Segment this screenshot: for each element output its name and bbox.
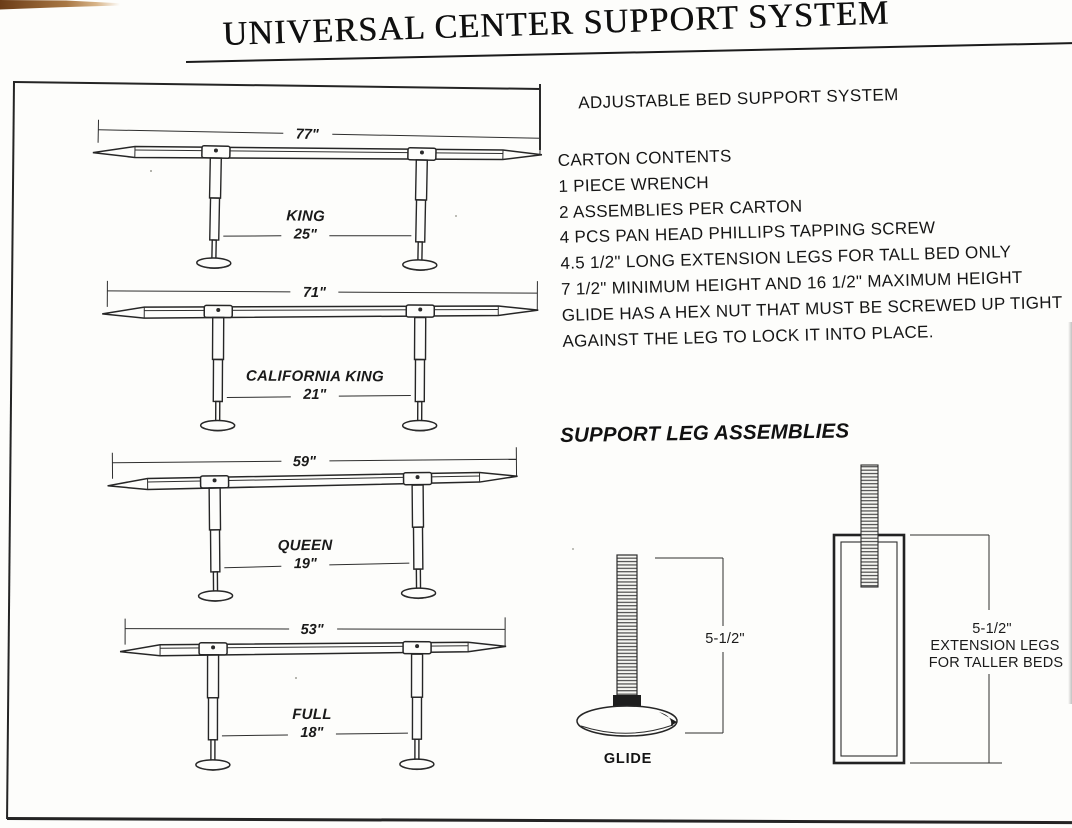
glide-dimension-bracket: 5-1/2": [655, 557, 745, 734]
king-dimension-line: 77": [97, 119, 541, 156]
california-king-name-label: CALIFORNIA KING: [246, 368, 384, 386]
scan-edge-shadow: [1068, 322, 1072, 704]
california-king-right-leg: [401, 316, 438, 432]
full-spacing-label: 18": [300, 725, 324, 741]
king-support-bar: [92, 145, 543, 161]
king-bar-length-label: 77": [296, 127, 320, 143]
queen-left-leg: [197, 487, 234, 602]
page-title: UNIVERSAL CENTER SUPPORT SYSTEM: [222, 0, 890, 53]
glide-drawing: GLIDE 5-1/2": [575, 540, 780, 775]
extension-label-line1: EXTENSION LEGS: [930, 638, 1059, 654]
king-spacing-label: 25": [293, 227, 318, 243]
queen-dimension-line: 59": [111, 447, 518, 479]
king-name-label: KING: [286, 207, 325, 225]
queen-diagram: 59": [91, 445, 537, 613]
king-left-leg: [196, 157, 232, 269]
glide-label: GLIDE: [604, 751, 652, 767]
full-left-leg: [195, 654, 231, 771]
california-king-spacing-label: 21": [302, 387, 327, 403]
support-leg-assemblies-heading: SUPPORT LEG ASSEMBLIES: [560, 419, 850, 447]
full-name-label: FULL: [292, 706, 332, 723]
king-diagram: 77": [82, 116, 555, 287]
full-dimension-line: 53": [124, 617, 506, 647]
queen-support-bar: [107, 471, 518, 491]
california-king-support-bar: [102, 304, 539, 319]
scan-speckles: [150, 170, 152, 172]
content-box-top-border: [13, 81, 541, 90]
glide-foot: [576, 705, 678, 737]
california-king-dimension-line: 71": [106, 280, 538, 311]
content-box-left-border: [6, 81, 15, 819]
queen-bar-length-label: 59": [293, 454, 317, 470]
subtitle: ADJUSTABLE BED SUPPORT SYSTEM: [577, 85, 899, 113]
extension-leg-drawing: 5-1/2" EXTENSION LEGS FOR TALLER BEDS: [828, 452, 1072, 777]
content-box-bottom-border: [6, 817, 1072, 824]
extension-threaded-rod: [860, 464, 879, 588]
extension-height-label: 5-1/2": [972, 621, 1011, 637]
glide-height-label: 5-1/2": [705, 631, 744, 647]
queen-name-label: QUEEN: [278, 537, 334, 554]
queen-spacing-label: 19": [294, 556, 318, 572]
info-panel: ADJUSTABLE BED SUPPORT SYSTEM CARTON CON…: [556, 80, 1072, 354]
california-king-left-leg: [199, 316, 236, 432]
full-support-bar: [119, 640, 507, 657]
queen-right-leg: [400, 484, 437, 600]
extension-label-line2: FOR TALLER BEDS: [929, 655, 1064, 671]
scan-streak-artifact: [0, 0, 120, 10]
glide-threaded-rod: [613, 554, 641, 706]
full-diagram: 53": [100, 615, 525, 782]
glide-hex-nut: [613, 695, 641, 706]
full-right-leg: [399, 653, 435, 771]
full-bar-length-label: 53": [301, 622, 325, 638]
king-right-leg: [402, 159, 438, 271]
extension-dimension-bracket: [910, 534, 1002, 764]
king-dimension-extension-line: [539, 84, 541, 150]
california-king-bar-length-label: 71": [303, 285, 327, 301]
california-king-diagram: 71": [88, 277, 549, 443]
